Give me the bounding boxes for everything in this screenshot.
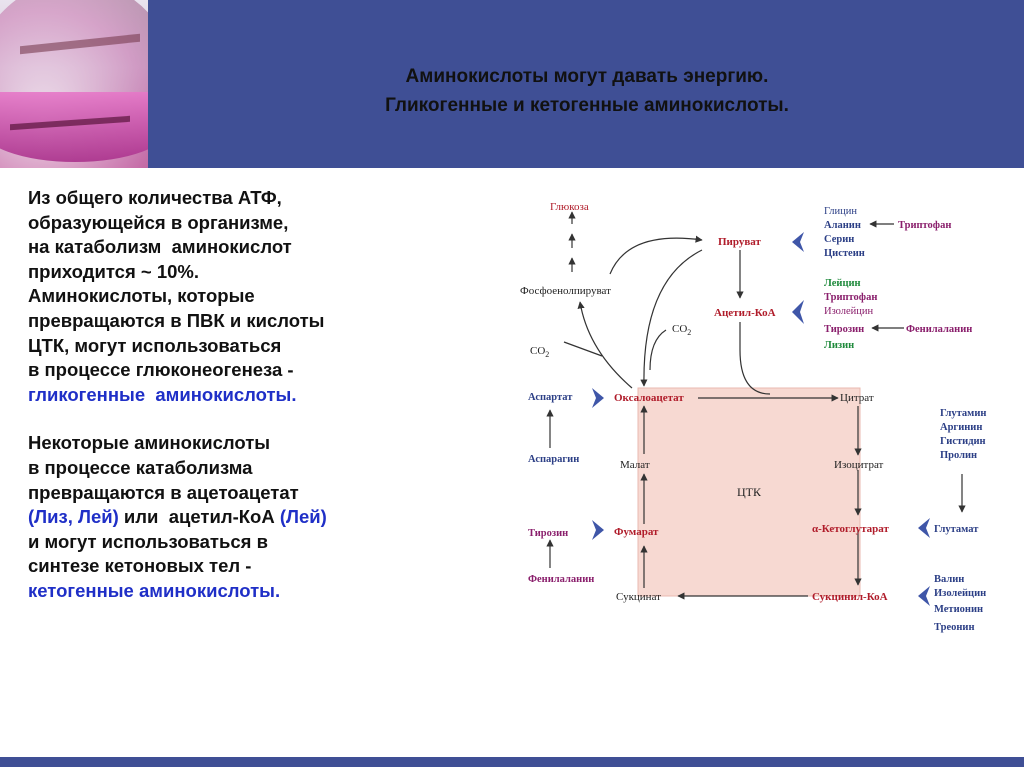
text-line: превращаются в ацетоацетат (28, 481, 299, 503)
aa-isoleucine-1: Изолейцин (824, 306, 874, 317)
body-text: Из общего количества АТФ, образующейся в … (28, 186, 428, 604)
aa-proline: Пролин (940, 450, 977, 461)
left-amino-acids: Аспартат Аспарагин Тирозин Фенилаланин (528, 392, 594, 585)
aa-arginine: Аргинин (940, 422, 982, 433)
header-bar (0, 0, 1024, 168)
arrow-co2-out (563, 341, 603, 357)
label-malate: Малат (620, 459, 650, 471)
aa-tyrosine-left: Тирозин (528, 528, 568, 539)
arrow-pyruvate-ox (640, 249, 703, 387)
text-line: на катаболизм аминокислот (28, 236, 292, 258)
label-glucose: Глюкоза (550, 201, 589, 213)
arrow-ox-pep (577, 301, 633, 389)
text-line: образующейся в организме, (28, 211, 289, 233)
aa-aspartate: Аспартат (528, 392, 573, 403)
label-citrate: Цитрат (840, 392, 874, 404)
text-line: в процессе глюконеогенеза - (28, 359, 294, 381)
title-line-1: Аминокислоты могут давать энергию. (405, 66, 769, 87)
chevron-left-icon (792, 232, 804, 252)
text-leu: (Лей) (279, 506, 327, 528)
label-oxaloacetate: Оксалоацетат (614, 392, 684, 404)
aa-threonine: Треонин (934, 622, 975, 633)
text-line: гликогенные аминокислоты. (28, 383, 297, 405)
aa-histidine: Гистидин (940, 436, 986, 447)
arrow-pep-pyruvate (609, 235, 703, 275)
compound-labels: Глюкоза Пируват Фосфоенолпируват Ацетил-… (520, 201, 889, 603)
aa-asparagine: Аспарагин (528, 454, 579, 465)
aa-lysine: Лизин (824, 340, 854, 351)
text-line: Некоторые аминокислоты (28, 432, 271, 454)
label-co2-a: CO2 (672, 323, 691, 337)
diagram-svg: ЦТК Глюкоза Пируват (520, 201, 986, 633)
text-line: в процессе катаболизма (28, 456, 253, 478)
label-pyruvate: Пируват (718, 236, 762, 248)
text-line: синтезе кетоновых тел - (28, 555, 252, 577)
text-acetyl: или ацетил-КоА (118, 506, 280, 528)
chevron-right-icon (592, 388, 604, 408)
text-line: ЦТК, могут использоваться (28, 334, 282, 356)
right-amino-acids: Глицин Аланин Серин Цистеин Триптофан Ле… (824, 206, 986, 633)
label-succinate: Сукцинат (616, 591, 661, 603)
aa-glycine: Глицин (824, 206, 857, 217)
chevron-right-icon (592, 520, 604, 540)
tca-cycle-box (637, 387, 861, 597)
tca-label: ЦТК (737, 485, 762, 499)
text-line: Из общего количества АТФ, (28, 187, 282, 208)
chevron-left-icon (918, 518, 930, 538)
label-pep: Фосфоенолпируват (520, 285, 611, 297)
text-line: (Лиз, Лей) или ацетил-КоА (Лей) (28, 505, 428, 530)
aa-methionine: Метионин (934, 604, 983, 615)
aa-alanine: Аланин (824, 220, 861, 231)
title-line-2: Гликогенные и кетогенные аминокислоты. (385, 95, 789, 116)
aa-valine: Валин (934, 574, 964, 585)
text-line: Аминокислоты, которые (28, 285, 255, 307)
aa-serine: Серин (824, 234, 854, 245)
label-acetyl-coa: Ацетил-КоА (714, 307, 776, 319)
metabolism-diagram: ЦТК Глюкоза Пируват (510, 190, 1000, 655)
text-line: кетогенные аминокислоты. (28, 579, 281, 601)
aa-phenylalanine-right: Фенилаланин (906, 324, 972, 335)
chevrons (592, 232, 930, 606)
aa-isoleucine-2: Изолейцин (934, 588, 986, 599)
aa-tyrosine-right: Тирозин (824, 324, 864, 335)
label-isocitrate: Изоцитрат (834, 459, 884, 471)
label-co2-b: CO2 (530, 345, 549, 359)
chevron-left-icon (918, 586, 930, 606)
flask-image (0, 0, 148, 168)
aa-tryptophan-1: Триптофан (898, 220, 951, 231)
text-line: приходится ~ 10%. (28, 260, 199, 282)
arrows (546, 211, 966, 600)
aa-glutamine: Глутамин (940, 408, 986, 419)
chevron-left-icon (792, 300, 804, 324)
paragraph-ketogenic: Некоторые аминокислоты в процессе катабо… (28, 431, 428, 603)
aa-cysteine: Цистеин (824, 248, 865, 259)
label-akg: α-Кетоглутарат (812, 523, 889, 535)
text-lys-leu: (Лиз, Лей) (28, 506, 119, 528)
text-line: превращаются в ПВК и кислоты (28, 309, 325, 331)
slide-title: Аминокислоты могут давать энергию. Глико… (150, 62, 1024, 120)
aa-leucine: Лейцин (824, 278, 861, 289)
paragraph-glycogenic: Из общего количества АТФ, образующейся в … (28, 186, 428, 407)
label-fumarate: Фумарат (614, 526, 659, 538)
text-line: и могут использоваться в (28, 530, 268, 552)
label-succinyl-coa: Сукцинил-КоА (812, 591, 888, 603)
footer-bar (0, 757, 1024, 767)
aa-glutamate: Глутамат (934, 524, 979, 535)
arrow-acetyl-citrate (739, 322, 771, 395)
aa-phenylalanine-left: Фенилаланин (528, 574, 594, 585)
aa-tryptophan-2: Триптофан (824, 292, 877, 303)
arrow-co2-in (649, 329, 667, 371)
